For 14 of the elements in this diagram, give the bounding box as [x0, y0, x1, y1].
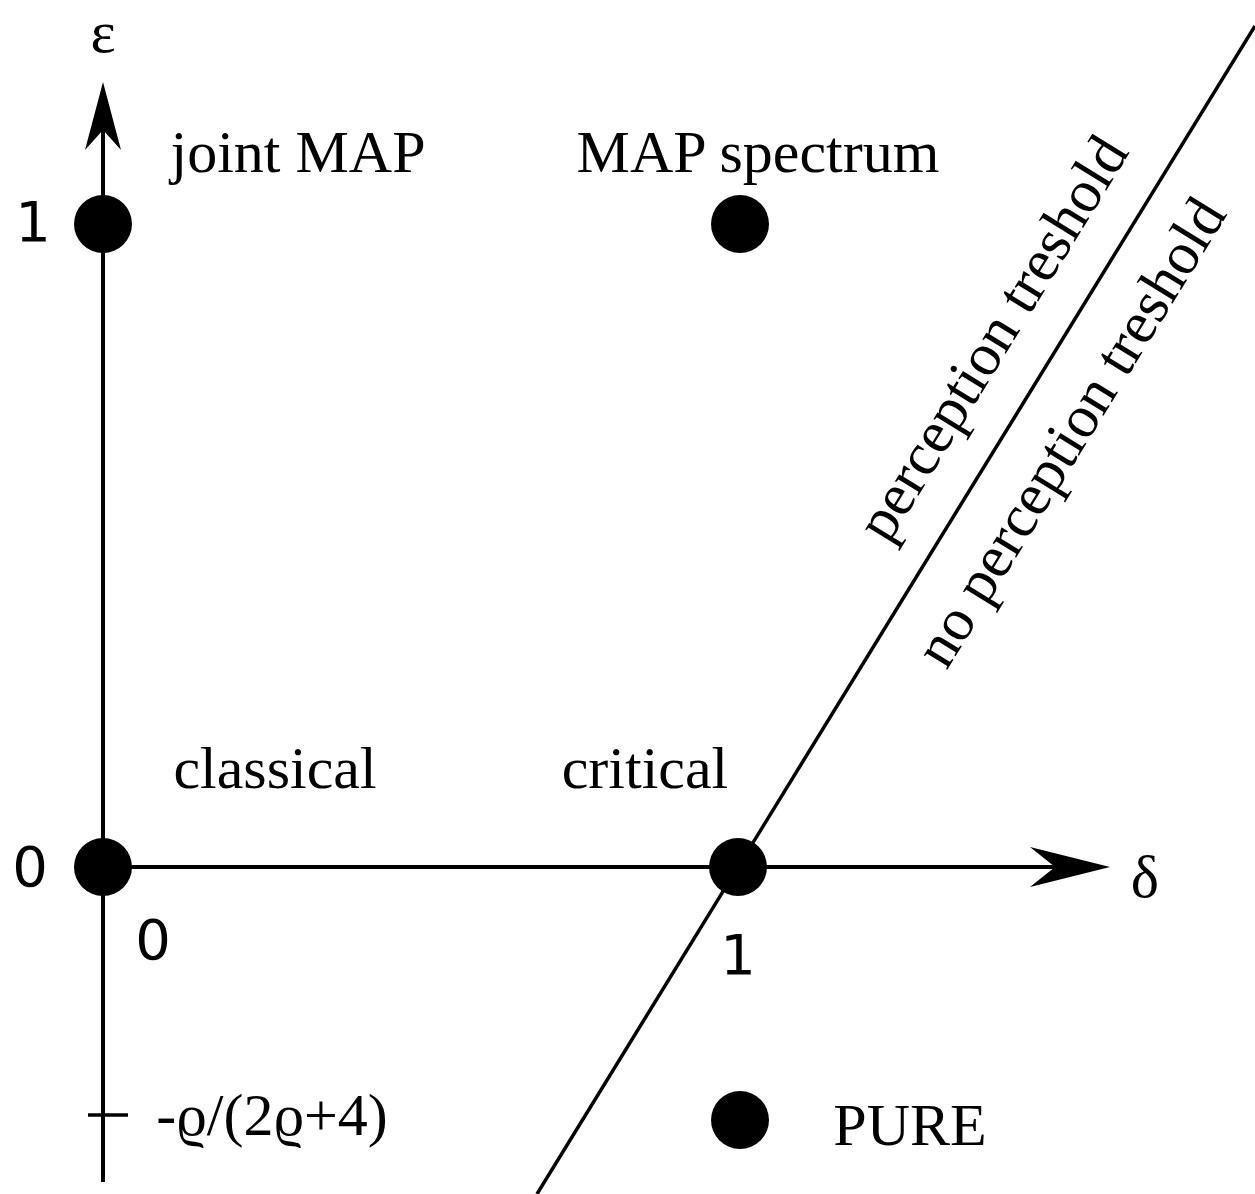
data-point-dot — [74, 195, 132, 253]
region-label: critical — [561, 738, 729, 798]
tick-label: 1 — [720, 927, 756, 983]
region-label: PURE — [833, 1095, 987, 1155]
tick-label: 0 — [12, 839, 48, 895]
data-point-dot — [74, 838, 132, 896]
data-point-dot — [711, 1091, 769, 1149]
data-point-dot — [711, 195, 769, 253]
tick-label: 0 — [135, 912, 171, 968]
tick-label: 1 — [15, 194, 51, 250]
axis-label: δ — [1130, 847, 1160, 907]
axis-label: ε — [90, 2, 116, 62]
data-point-dot — [709, 838, 767, 896]
region-label: classical — [173, 738, 377, 798]
